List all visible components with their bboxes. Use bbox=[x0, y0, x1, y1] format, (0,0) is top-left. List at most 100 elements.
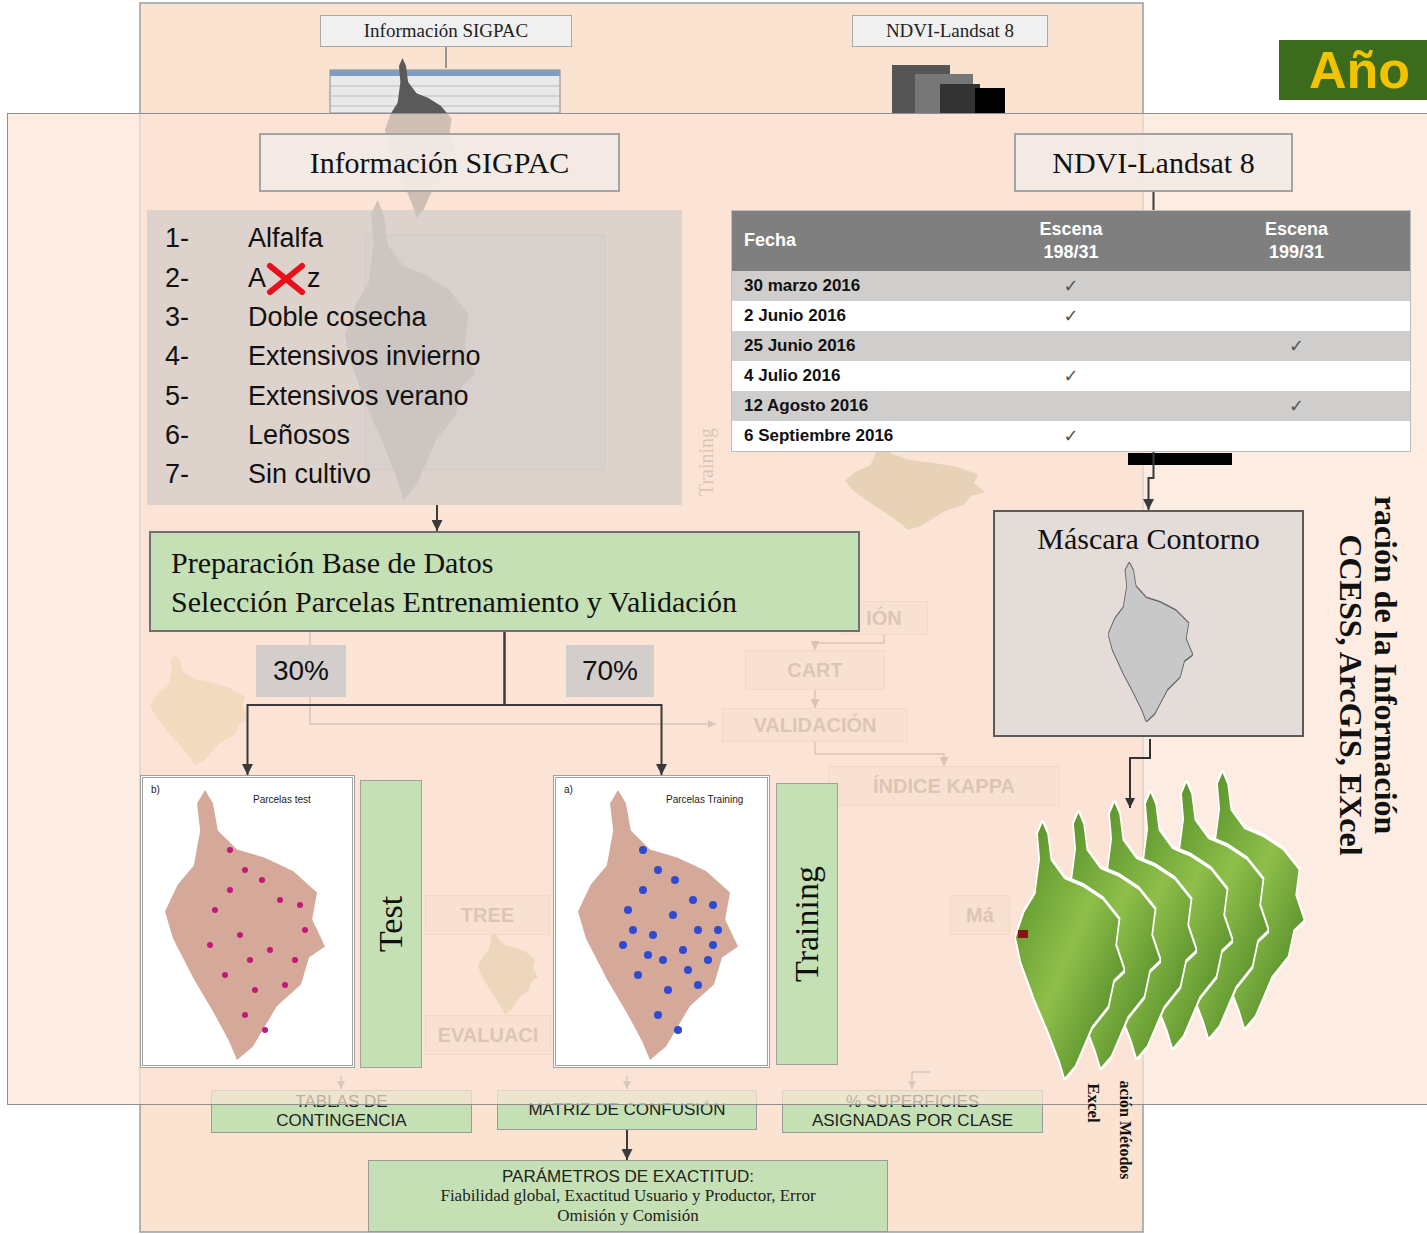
check-mark: ✓ bbox=[1063, 274, 1078, 297]
box-text: NDVI-Landsat 8 bbox=[886, 20, 1014, 42]
box-text: Año bbox=[1309, 40, 1410, 100]
table-cell: ✓ bbox=[991, 421, 1151, 451]
map-figure: b) Parcelas test bbox=[140, 775, 355, 1068]
source-box: Información SIGPAC bbox=[259, 133, 620, 192]
text-slot: Extensivos invierno bbox=[248, 340, 481, 372]
table-cell: Fecha bbox=[732, 211, 991, 271]
label-slot: CCESS, ArcGIS, EXcel bbox=[1332, 534, 1369, 855]
side-caption: CCESS, ArcGIS, EXcel bbox=[1332, 534, 1369, 855]
test-parcels bbox=[207, 847, 308, 1033]
table-header: Escena 198/31 bbox=[1031, 218, 1111, 265]
side-caption: ración de la Información bbox=[1367, 496, 1404, 835]
split-percent: 30% bbox=[256, 645, 346, 697]
box-text: Fiabilidad global, Exactitud Usuario y P… bbox=[413, 1186, 843, 1225]
table-date: 12 Agosto 2016 bbox=[744, 395, 868, 417]
box-text: Información SIGPAC bbox=[364, 20, 529, 42]
text-slot: 30% bbox=[273, 655, 329, 687]
source-box: NDVI-Landsat 8 bbox=[852, 15, 1048, 47]
table-cell: Escena 199/31 bbox=[1151, 211, 1410, 271]
ndvi-patch bbox=[1018, 930, 1028, 938]
year-badge: Año bbox=[1279, 40, 1427, 100]
map-figure: a)Parcelas Training bbox=[553, 775, 770, 1068]
text-slot: z bbox=[307, 262, 321, 294]
side-caption: Excel bbox=[1083, 1083, 1103, 1123]
set-label-box: Test bbox=[360, 780, 422, 1068]
check-mark: ✓ bbox=[1289, 394, 1304, 417]
box-text: 3- bbox=[165, 301, 189, 333]
box-text: 70% bbox=[582, 655, 638, 687]
text-slot: Fiabilidad global, Exactitud Usuario y P… bbox=[413, 1186, 843, 1225]
text-slot: 6- bbox=[165, 419, 189, 451]
table-date: 2 Junio 2016 bbox=[744, 305, 846, 327]
box-text: 6- bbox=[165, 419, 189, 451]
ndvi-stack bbox=[1015, 770, 1305, 1080]
box-heading: a) bbox=[564, 784, 573, 796]
map-frame bbox=[140, 775, 355, 1068]
label-slot: ación Métodos bbox=[1116, 1080, 1134, 1179]
text-slot: 4- bbox=[165, 340, 189, 372]
box-heading: b) bbox=[151, 784, 160, 796]
text-slot: 3- bbox=[165, 301, 189, 333]
mask-outline bbox=[1108, 562, 1193, 722]
text-slot: NDVI-Landsat 8 bbox=[886, 20, 1014, 42]
scene-table: Fecha Escena 198/31 Escena 199/31 30 marzo … bbox=[731, 210, 1411, 452]
box-text: Sin cultivo bbox=[248, 458, 371, 490]
test-map bbox=[165, 790, 325, 1060]
box-text: 5- bbox=[165, 380, 189, 412]
table-cell: 12 Agosto 2016 bbox=[732, 391, 991, 421]
text-slot: Training bbox=[790, 866, 824, 982]
text-slot: 7- bbox=[165, 458, 189, 490]
table-cell: 25 Junio 2016 bbox=[732, 331, 991, 361]
box-heading: PARÁMETROS DE EXACTITUD: bbox=[502, 1167, 754, 1187]
text-slot: Información SIGPAC bbox=[310, 146, 570, 180]
text-slot: Test bbox=[374, 896, 408, 952]
table-date: 30 marzo 2016 bbox=[744, 275, 860, 297]
text-slot: Sin cultivo bbox=[248, 458, 371, 490]
label-slot: ración de la Información bbox=[1367, 496, 1404, 835]
flow-arrow bbox=[626, 1130, 628, 1160]
text-slot: Selección Parcelas Entrenamiento y Valid… bbox=[171, 582, 838, 621]
table-cell: ✓ bbox=[1151, 331, 1410, 361]
class-list: 1- Alfalfa 2- Az 3- Doble cosecha 4- Extensivos… bbox=[147, 210, 682, 505]
stack-bar bbox=[1128, 453, 1232, 465]
flow-arrow bbox=[814, 690, 816, 708]
table-header: Fecha bbox=[744, 229, 796, 252]
source-box: NDVI-Landsat 8 bbox=[1014, 133, 1293, 192]
process-box: Preparación Base de DatosSelección Parce… bbox=[149, 531, 860, 632]
result-box: PARÁMETROS DE EXACTITUD:Fiabilidad globa… bbox=[368, 1160, 888, 1232]
text-slot: Información SIGPAC bbox=[364, 20, 529, 42]
table-cell: ✓ bbox=[991, 361, 1151, 391]
table-date: 4 Julio 2016 bbox=[744, 365, 840, 387]
box-text: 2- bbox=[165, 262, 189, 294]
box-text: NDVI-Landsat 8 bbox=[1052, 146, 1254, 180]
table-cell: 4 Julio 2016 bbox=[732, 361, 991, 391]
text-slot: Doble cosecha bbox=[248, 301, 427, 333]
mask-box: Máscara Contorno bbox=[993, 510, 1304, 737]
text-slot: 5- bbox=[165, 380, 189, 412]
box-text: 30% bbox=[273, 655, 329, 687]
check-mark: ✓ bbox=[1063, 364, 1078, 387]
check-mark: ✓ bbox=[1063, 424, 1078, 447]
table-cell: 2 Junio 2016 bbox=[732, 301, 991, 331]
flow-arrow bbox=[815, 635, 884, 650]
text-slot: 1- bbox=[165, 222, 189, 254]
table-header: Escena 199/31 bbox=[1257, 218, 1337, 265]
box-text: 4- bbox=[165, 340, 189, 372]
box-text: A bbox=[248, 262, 266, 294]
box-text: Test bbox=[374, 896, 408, 952]
flow-arrow bbox=[815, 742, 944, 766]
text-slot: Extensivos verano bbox=[248, 380, 469, 412]
text-slot: a) bbox=[564, 784, 573, 796]
training-parcels bbox=[619, 846, 722, 1034]
table-date: 25 Junio 2016 bbox=[744, 335, 856, 357]
split-percent: 70% bbox=[566, 645, 654, 697]
text-slot: Año bbox=[1309, 40, 1410, 100]
map-frame bbox=[553, 775, 770, 1068]
table-cell: 6 Septiembre 2016 bbox=[732, 421, 991, 451]
box-text: Parcelas test bbox=[253, 794, 311, 806]
set-label-box: Training bbox=[776, 783, 838, 1065]
text-slot: Alfalfa bbox=[248, 222, 323, 254]
box-text: Training bbox=[790, 866, 824, 982]
text-slot: b) bbox=[151, 784, 160, 796]
